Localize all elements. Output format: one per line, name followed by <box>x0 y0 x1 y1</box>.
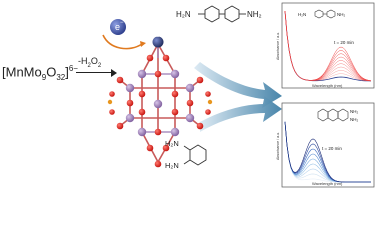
polyoxometalate-cluster: Mn <box>107 33 213 168</box>
svg-text:NH₂: NH₂ <box>350 117 358 122</box>
bottom-spectrum-panel: NH₂ NH₂ t = 20 min Wavelength (nm) Absor… <box>276 102 375 188</box>
svg-text:Absorbance / a.u.: Absorbance / a.u. <box>276 132 280 160</box>
svg-text:e: e <box>115 22 120 32</box>
svg-text:Mn: Mn <box>154 33 161 39</box>
svg-text:−: − <box>120 20 124 26</box>
upper-curved-arrow <box>194 62 282 108</box>
svg-text:NH₂: NH₂ <box>350 109 358 114</box>
top-spectrum-panel: H₂N NH₂ t = 20 min Wavelength (nm) Absor… <box>276 2 375 89</box>
bottom-spectrum-series <box>284 121 371 183</box>
o-phenylenediamine-structure <box>183 144 207 166</box>
mo-atoms <box>125 69 195 137</box>
top-time-annotation: t = 20 min <box>334 40 354 45</box>
reaction-arrow-head <box>111 69 117 77</box>
electron-transfer-arc <box>102 34 143 50</box>
graphical-abstract: [MnMo9O32]6− -H2O2 <box>2 2 375 188</box>
top-inset-structure <box>314 9 336 19</box>
svg-text:NH₂: NH₂ <box>337 12 345 17</box>
oxygen-atoms <box>109 54 211 168</box>
reagent-opd-bottom: H₂N <box>165 161 179 170</box>
top-spectrum-series <box>284 10 372 81</box>
mn-atom <box>152 36 164 48</box>
bottom-time-annotation: t = 20 min <box>322 146 342 151</box>
reagent-amine-right: NH₂ <box>247 10 262 19</box>
lower-curved-arrow <box>200 96 282 132</box>
reagent-opd-top: H₂N <box>165 139 179 148</box>
svg-text:Wavelength (nm): Wavelength (nm) <box>312 83 343 88</box>
phenazine-structure <box>317 108 349 122</box>
reaction-arrow-line <box>76 72 114 74</box>
reagent-amine-left: H₂N <box>176 10 191 19</box>
svg-text:Wavelength (nm): Wavelength (nm) <box>312 181 343 186</box>
svg-text:Absorbance / a.u.: Absorbance / a.u. <box>276 32 280 60</box>
polyoxometalate-formula: [MnMo9O32]6− <box>2 64 78 82</box>
minus-h2o2-label: -H2O2 <box>78 56 102 69</box>
electron-icon <box>110 19 126 35</box>
benzidine-structure <box>198 5 246 23</box>
svg-text:H₂N: H₂N <box>298 12 306 17</box>
diagram-svg: e − <box>102 2 375 188</box>
